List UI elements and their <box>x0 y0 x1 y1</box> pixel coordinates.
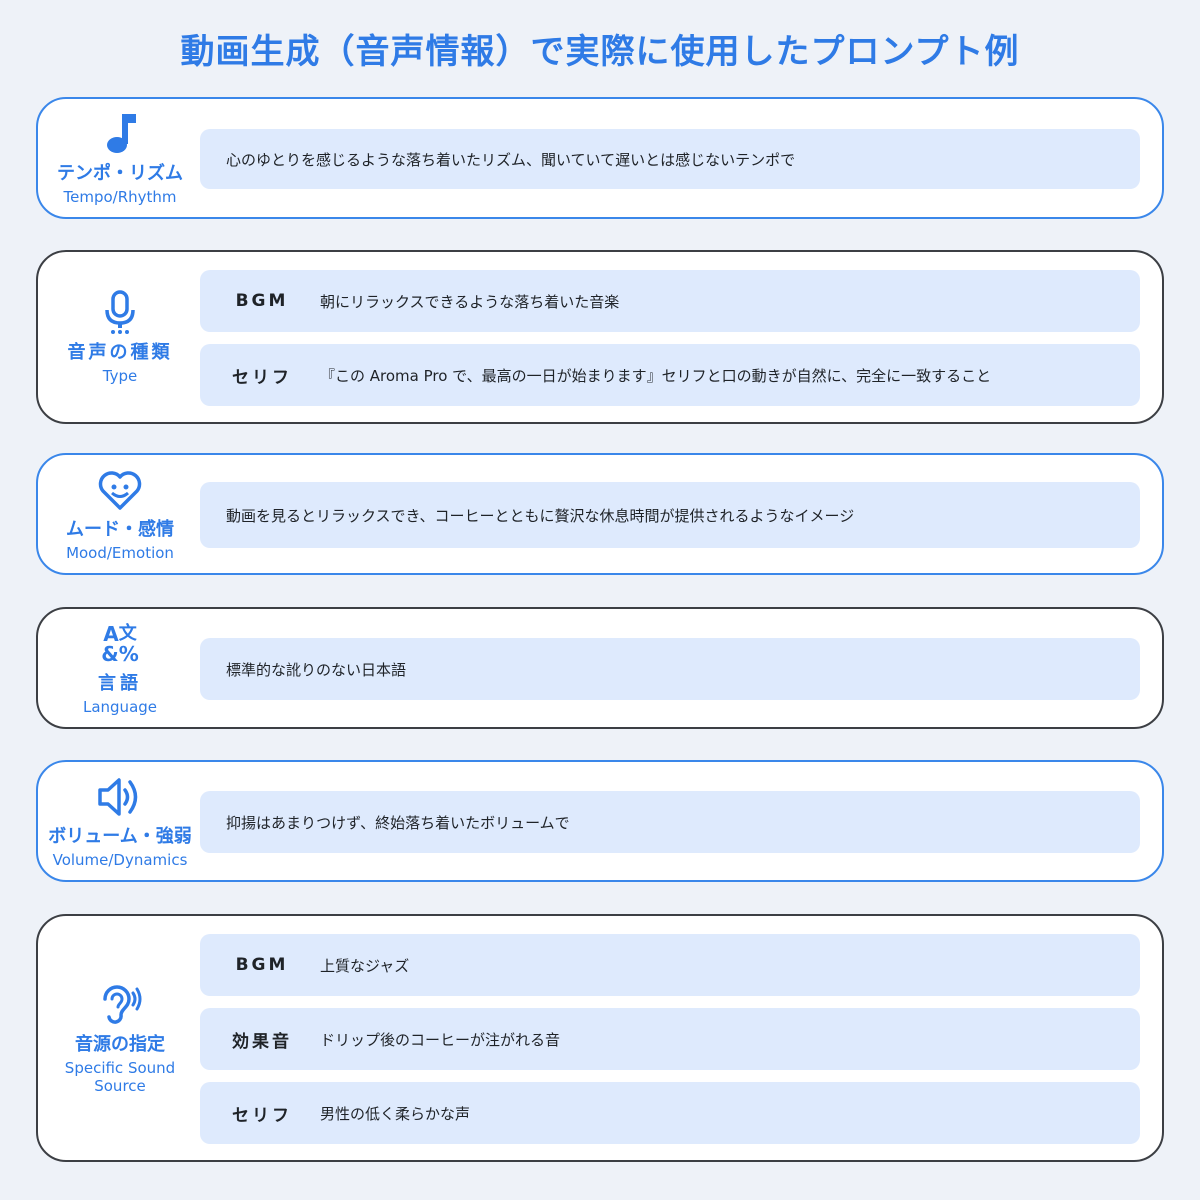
prompt-row: BGM 上質なジャズ <box>200 934 1140 996</box>
section-label-en: Type <box>102 366 138 385</box>
section-label-jp: テンポ・リズム <box>57 162 183 184</box>
prompt-key: BGM <box>235 955 289 975</box>
section-language: A 文 & % 言語 Language 標準的な訛りのない日本語 <box>36 607 1164 729</box>
section-label-jp: 言語 <box>98 672 142 694</box>
prompt-key: 効果音 <box>232 1031 292 1052</box>
prompt-row: 効果音 ドリップ後のコーヒーが注がれる音 <box>200 1008 1140 1070</box>
section-label-en: Language <box>82 697 158 716</box>
prompt-row: 心のゆとりを感じるような落ち着いたリズム、聞いていて遅いとは感じないテンポで <box>200 129 1140 189</box>
hearing-ear-icon <box>97 982 143 1028</box>
page-title: 動画生成（音声情報）で実際に使用したプロンプト例 <box>180 32 1020 72</box>
section-label-jp: 音源の指定 <box>75 1033 165 1055</box>
prompt-row: 標準的な訛りのない日本語 <box>200 638 1140 700</box>
section-label-en: Tempo/Rhythm <box>63 187 177 206</box>
section-type: 音声の種類 Type BGM 朝にリラックスできるような落ち着いた音楽 セリフ … <box>36 250 1164 424</box>
section-volume-dynamics: ボリューム・強弱 Volume/Dynamics 抑揚はあまりつけず、終始落ち着… <box>36 760 1164 882</box>
section-label: 音源の指定 Specific Sound Source <box>38 916 202 1160</box>
translate-glyph-a: A <box>103 621 119 646</box>
translate-icon: A 文 & % <box>97 621 143 667</box>
section-tempo-rhythm: テンポ・リズム Tempo/Rhythm 心のゆとりを感じるような落ち着いたリズ… <box>36 97 1164 219</box>
prompt-text: 抑揚はあまりつけず、終始落ち着いたボリュームで <box>226 813 570 832</box>
translate-glyph-b: 文 <box>118 622 137 644</box>
prompt-text: 動画を見るとリラックスでき、コーヒーとともに贅沢な休息時間が提供されるようなイメ… <box>226 506 855 525</box>
section-mood-emotion: ムード・感情 Mood/Emotion 動画を見るとリラックスでき、コーヒーとと… <box>36 453 1164 575</box>
section-specific-sound-source: 音源の指定 Specific Sound Source BGM 上質なジャズ 効… <box>36 914 1164 1162</box>
section-label-en: Volume/Dynamics <box>52 850 188 869</box>
prompt-text: 『この Aroma Pro で、最高の一日が始まります』セリフと口の動きが自然に… <box>320 366 992 385</box>
section-label-jp: ボリューム・強弱 <box>48 825 192 847</box>
section-label-jp: 音声の種類 <box>67 341 173 363</box>
microphone-icon <box>97 289 143 336</box>
section-label: 音声の種類 Type <box>38 252 202 422</box>
section-label-jp: ムード・感情 <box>66 518 174 540</box>
prompt-text: 男性の低く柔らかな声 <box>320 1104 471 1123</box>
speaker-volume-icon <box>97 774 143 820</box>
translate-glyph-d: % <box>118 641 139 666</box>
prompt-text: 上質なジャズ <box>320 956 410 975</box>
prompt-text: 朝にリラックスできるような落ち着いた音楽 <box>320 292 620 311</box>
translate-glyph-c: & <box>101 641 119 666</box>
prompt-row: BGM 朝にリラックスできるような落ち着いた音楽 <box>200 270 1140 332</box>
smiling-heart-icon <box>97 467 143 513</box>
prompt-key: BGM <box>235 291 289 311</box>
prompt-row: セリフ 男性の低く柔らかな声 <box>200 1082 1140 1144</box>
prompt-key: セリフ <box>232 367 292 388</box>
section-label-en: Specific Sound Source <box>64 1058 176 1095</box>
prompt-text: 心のゆとりを感じるような落ち着いたリズム、聞いていて遅いとは感じないテンポで <box>226 150 796 169</box>
prompt-text: 標準的な訛りのない日本語 <box>226 660 407 679</box>
section-label: A 文 & % 言語 Language <box>38 609 202 727</box>
section-label: テンポ・リズム Tempo/Rhythm <box>38 99 202 217</box>
prompt-row: セリフ 『この Aroma Pro で、最高の一日が始まります』セリフと口の動き… <box>200 344 1140 406</box>
prompt-text: ドリップ後のコーヒーが注がれる音 <box>320 1030 561 1049</box>
section-label: ボリューム・強弱 Volume/Dynamics <box>38 762 202 880</box>
prompt-key: セリフ <box>232 1105 292 1126</box>
section-label: ムード・感情 Mood/Emotion <box>38 455 202 573</box>
section-label-en: Mood/Emotion <box>66 543 174 562</box>
prompt-row: 抑揚はあまりつけず、終始落ち着いたボリュームで <box>200 791 1140 853</box>
prompt-row: 動画を見るとリラックスでき、コーヒーとともに贅沢な休息時間が提供されるようなイメ… <box>200 482 1140 548</box>
music-note-icon <box>97 111 143 157</box>
